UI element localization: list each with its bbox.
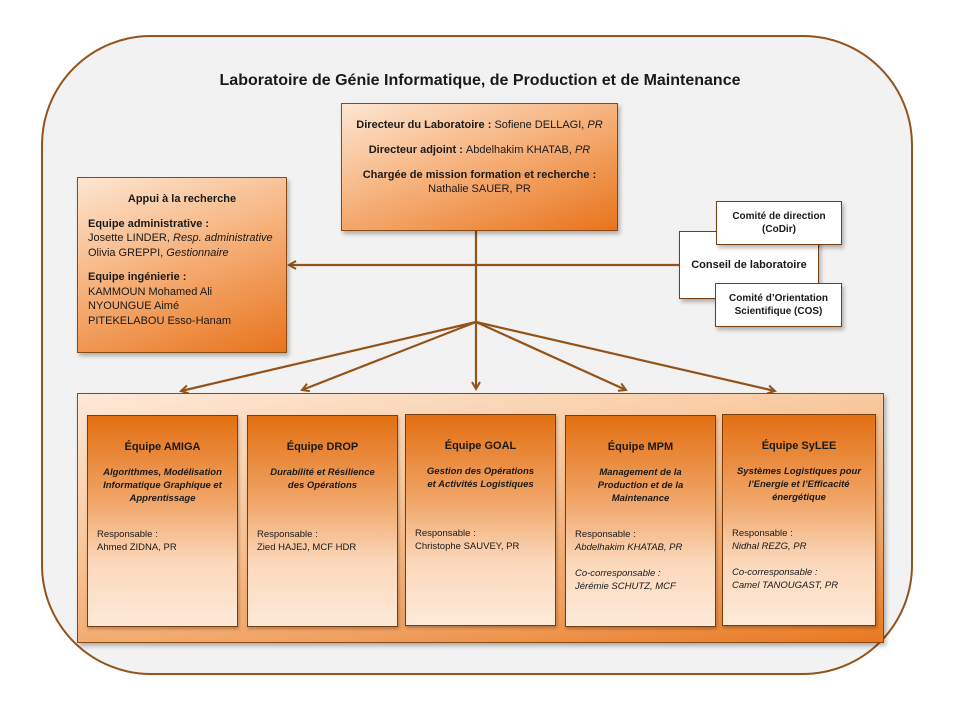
codir-box: Comité de direction (CoDir) [716,201,842,245]
mission-label: Chargée de mission formation et recherch… [362,169,597,181]
research-support-box: Appui à la recherche Equipe administrati… [77,177,287,353]
resp-label: Responsable : [732,528,793,539]
resp-name: Abdelhakim KHATAB, PR [575,542,683,553]
co-name: Camel TANOUGAST, PR [732,580,839,591]
co-label: Co-corresponsable : [732,567,818,578]
team-co-responsable: Co-corresponsable : Jérémie SCHUTZ, MCF [575,567,706,593]
diagram-title: Laboratoire de Génie Informatique, de Pr… [219,72,741,89]
director-label: Directeur du Laboratoire [356,119,485,131]
team-name: Équipe MPM [607,441,674,453]
team-card-amiga: Équipe AMIGA Algorithmes, Modélisation I… [87,415,238,627]
arrow-sylee [475,320,775,391]
engineering-team-label: Equipe ingénierie : [88,271,187,283]
resp-name: Nidhal REZG, PR [732,541,807,552]
member-role: Resp. administrative [173,232,273,244]
team-card-goal: Équipe GOAL Gestion des Opérations et Ac… [405,414,556,626]
team-responsable: Responsable : Abdelhakim KHATAB, PR [575,528,706,554]
support-heading: Appui à la recherche [127,193,237,205]
team-name: Équipe SyLEE [761,440,837,452]
deputy-line: Directeur adjoint : Abdelhakim KHATAB, P… [368,144,591,156]
team-responsable: Responsable : Christophe SAUVEY, PR [415,527,546,553]
deputy-grade: PR [574,144,591,156]
team-responsable: Responsable : Zied HAJEJ, MCF HDR [257,528,388,554]
deputy-name: Abdelhakim KHATAB [465,144,569,156]
resp-label: Responsable : [257,529,318,540]
team-name: Équipe GOAL [444,440,517,452]
team-theme: Durabilité et Résilience des Opérations [270,467,375,491]
engineering-member: NYOUNGUE Aimé [88,300,180,312]
team-name: Équipe DROP [286,441,359,453]
engineering-member: PITEKELABOU Esso-Hanam [88,314,232,327]
resp-name: Zied HAJEJ, MCF HDR [257,542,357,553]
resp-label: Responsable : [575,529,636,540]
resp-name: Ahmed ZIDNA, PR [97,542,177,553]
team-card-drop: Équipe DROP Durabilité et Résilience des… [247,415,398,627]
team-theme: Management de la Production et de la Mai… [597,467,684,504]
member-name: Olivia GREPPI [88,246,161,259]
deputy-label: Directeur adjoint [368,144,457,156]
member-role: Gestionnaire [166,246,229,259]
director-name: Sofiene DELLAGI [494,119,582,131]
engineering-member: KAMMOUN Mohamed Ali [88,285,213,298]
cos-box: Comité d’Orientation Scientifique (COS) [715,283,842,327]
team-theme: Systèmes Logistiques pour l’Energie et l… [736,466,862,503]
conseil-label: Conseil de laboratoire [691,258,807,271]
team-theme: Algorithmes, Modélisation Informatique G… [103,467,222,504]
team-responsable: Responsable : Ahmed ZIDNA, PR [97,528,228,554]
arrow-drop [302,320,477,390]
team-card-sylee: Équipe SyLEE Systèmes Logistiques pour l… [722,414,876,626]
team-name: Équipe AMIGA [124,441,201,453]
resp-label: Responsable : [415,528,476,539]
co-name: Jérémie SCHUTZ, MCF [575,581,676,592]
arrow-mpm [475,320,626,390]
team-co-responsable: Co-corresponsable : Camel TANOUGAST, PR [732,566,866,592]
admin-team-label: Equipe administrative : [88,217,210,230]
team-responsable: Responsable : Nidhal REZG, PR [732,527,866,553]
director-line: Directeur du Laboratoire : Sofiene DELLA… [356,119,603,131]
director-grade: PR [587,119,603,131]
resp-name: Christophe SAUVEY, PR [415,541,520,552]
direction-box: Directeur du Laboratoire : Sofiene DELLA… [341,103,618,231]
member-name: Josette LINDER [88,232,167,244]
admin-member: Olivia GREPPI, Gestionnaire [88,246,229,259]
mission-name: Nathalie SAUER, PR [428,183,531,195]
arrow-amiga [181,320,477,391]
cos-label: Comité d’Orientation Scientifique (COS) [729,293,828,317]
mission-line: Chargée de mission formation et recherch… [342,168,617,196]
admin-member: Josette LINDER, Resp. administrative [88,232,273,244]
team-theme: Gestion des Opérations et Activités Logi… [426,466,535,490]
codir-label: Comité de direction (CoDir) [732,211,826,235]
resp-label: Responsable : [97,529,158,540]
co-label: Co-corresponsable : [575,568,661,579]
team-card-mpm: Équipe MPM Management de la Production e… [565,415,716,627]
